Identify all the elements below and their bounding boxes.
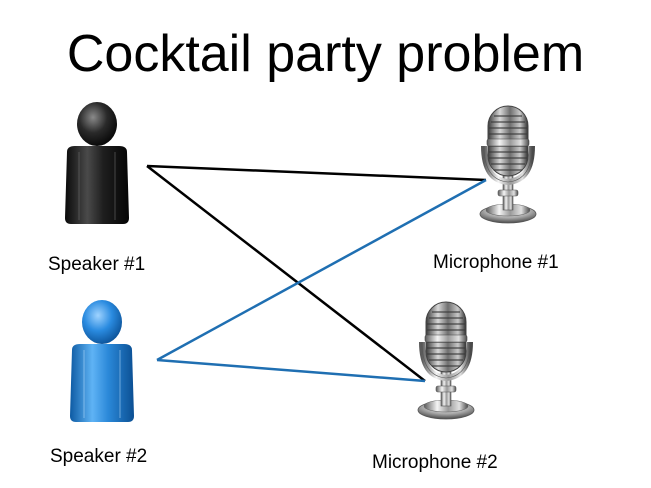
person-icon bbox=[70, 300, 134, 422]
person-icon bbox=[65, 102, 129, 224]
microphone-2-label: Microphone #2 bbox=[372, 452, 498, 473]
connection-line-speaker2-mic2 bbox=[156, 358, 426, 383]
microphone-2: Microphone #2 bbox=[372, 302, 498, 473]
microphone-icon bbox=[418, 302, 474, 419]
page-title: Cocktail party problem bbox=[66, 25, 585, 83]
speaker-1: Speaker #1 bbox=[48, 102, 145, 275]
speaker-1-label: Speaker #1 bbox=[48, 254, 145, 275]
connection-line-speaker1-mic1 bbox=[146, 164, 487, 182]
connection-line-speaker1-mic2 bbox=[146, 165, 426, 382]
connection-line-speaker2-mic1 bbox=[156, 178, 487, 362]
speaker-2: Speaker #2 bbox=[50, 300, 147, 467]
microphone-icon bbox=[480, 106, 536, 223]
speaker-2-label: Speaker #2 bbox=[50, 446, 147, 467]
microphone-1: Microphone #1 bbox=[433, 106, 559, 273]
microphone-1-label: Microphone #1 bbox=[433, 252, 559, 273]
